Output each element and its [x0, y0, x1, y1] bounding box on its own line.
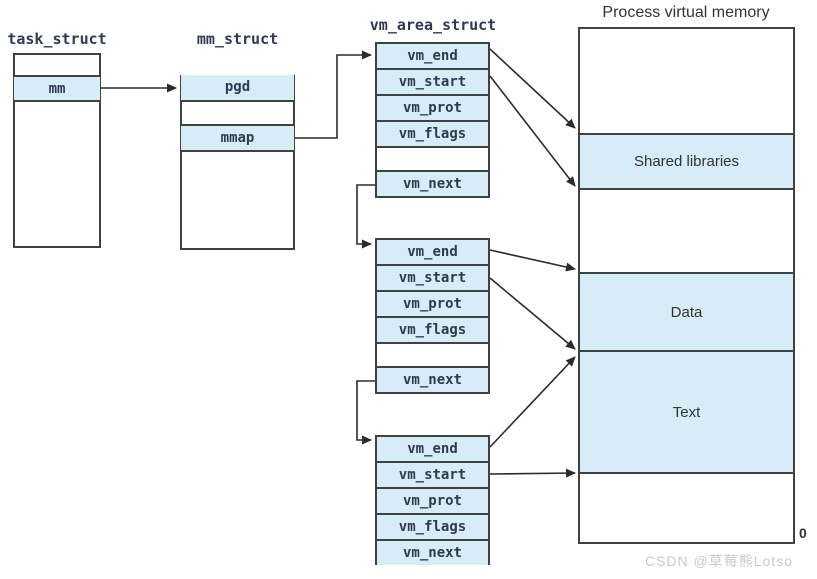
arrow-block3-vm-end-to-text-top [489, 356, 576, 448]
vm-area-block-3: vm_end vm_start vm_prot vm_flags vm_next [375, 435, 490, 565]
field-vm-end: vm_end [377, 44, 488, 70]
field-vm-flags: vm_flags [377, 318, 488, 344]
field-vm-start: vm_start [377, 266, 488, 292]
origin-zero-label: 0 [799, 525, 807, 541]
field-vm-next: vm_next [377, 368, 488, 392]
arrow-block3-vm-start-to-text-bottom [489, 468, 576, 478]
arrow-block1-vm-next-to-block2 [356, 184, 375, 249]
field-vm-next: vm_next [377, 172, 488, 196]
arrow-block1-vm-start-to-shared-bottom [489, 75, 576, 187]
field-pgd: pgd [181, 75, 294, 102]
field-vm-prot: vm_prot [377, 292, 488, 318]
arrow-block2-vm-start-to-data-bottom [489, 277, 576, 350]
field-vm-next: vm_next [377, 541, 488, 565]
field-vm-start: vm_start [377, 70, 488, 96]
region-shared-libraries: Shared libraries [580, 133, 793, 190]
field-vm-start: vm_start [377, 463, 488, 489]
arrow-block2-vm-next-to-block3 [356, 380, 375, 445]
field-vm-prot: vm_prot [377, 489, 488, 515]
region-data: Data [580, 272, 793, 352]
process-virtual-memory-title: Process virtual memory [602, 4, 770, 21]
field-blank [377, 148, 488, 172]
mm-struct-box: pgd mmap [180, 75, 295, 250]
field-mmap: mmap [181, 124, 294, 152]
vm-area-block-1: vm_end vm_start vm_prot vm_flags vm_next [375, 42, 490, 198]
arrow-block2-vm-end-to-data-top [489, 249, 576, 272]
task-struct-box: mm [13, 53, 101, 248]
field-vm-end: vm_end [377, 437, 488, 463]
field-mm: mm [14, 75, 100, 102]
field-vm-flags: vm_flags [377, 122, 488, 148]
task-struct-title: task_struct [7, 30, 107, 48]
vm-area-struct-title: vm_area_struct [369, 16, 497, 34]
arrow-block1-vm-end-to-shared-top [489, 48, 576, 129]
field-vm-prot: vm_prot [377, 96, 488, 122]
field-vm-flags: vm_flags [377, 515, 488, 541]
process-virtual-memory-box: Shared libraries Data Text [578, 27, 795, 544]
arrow-mmap-to-vm-area-1 [295, 50, 372, 139]
region-text: Text [580, 352, 793, 474]
watermark: CSDN @草莓熊Lotso [644, 553, 793, 569]
vm-area-block-2: vm_end vm_start vm_prot vm_flags vm_next [375, 238, 490, 394]
field-blank [377, 344, 488, 368]
field-vm-end: vm_end [377, 240, 488, 266]
mm-struct-title: mm_struct [196, 30, 279, 48]
